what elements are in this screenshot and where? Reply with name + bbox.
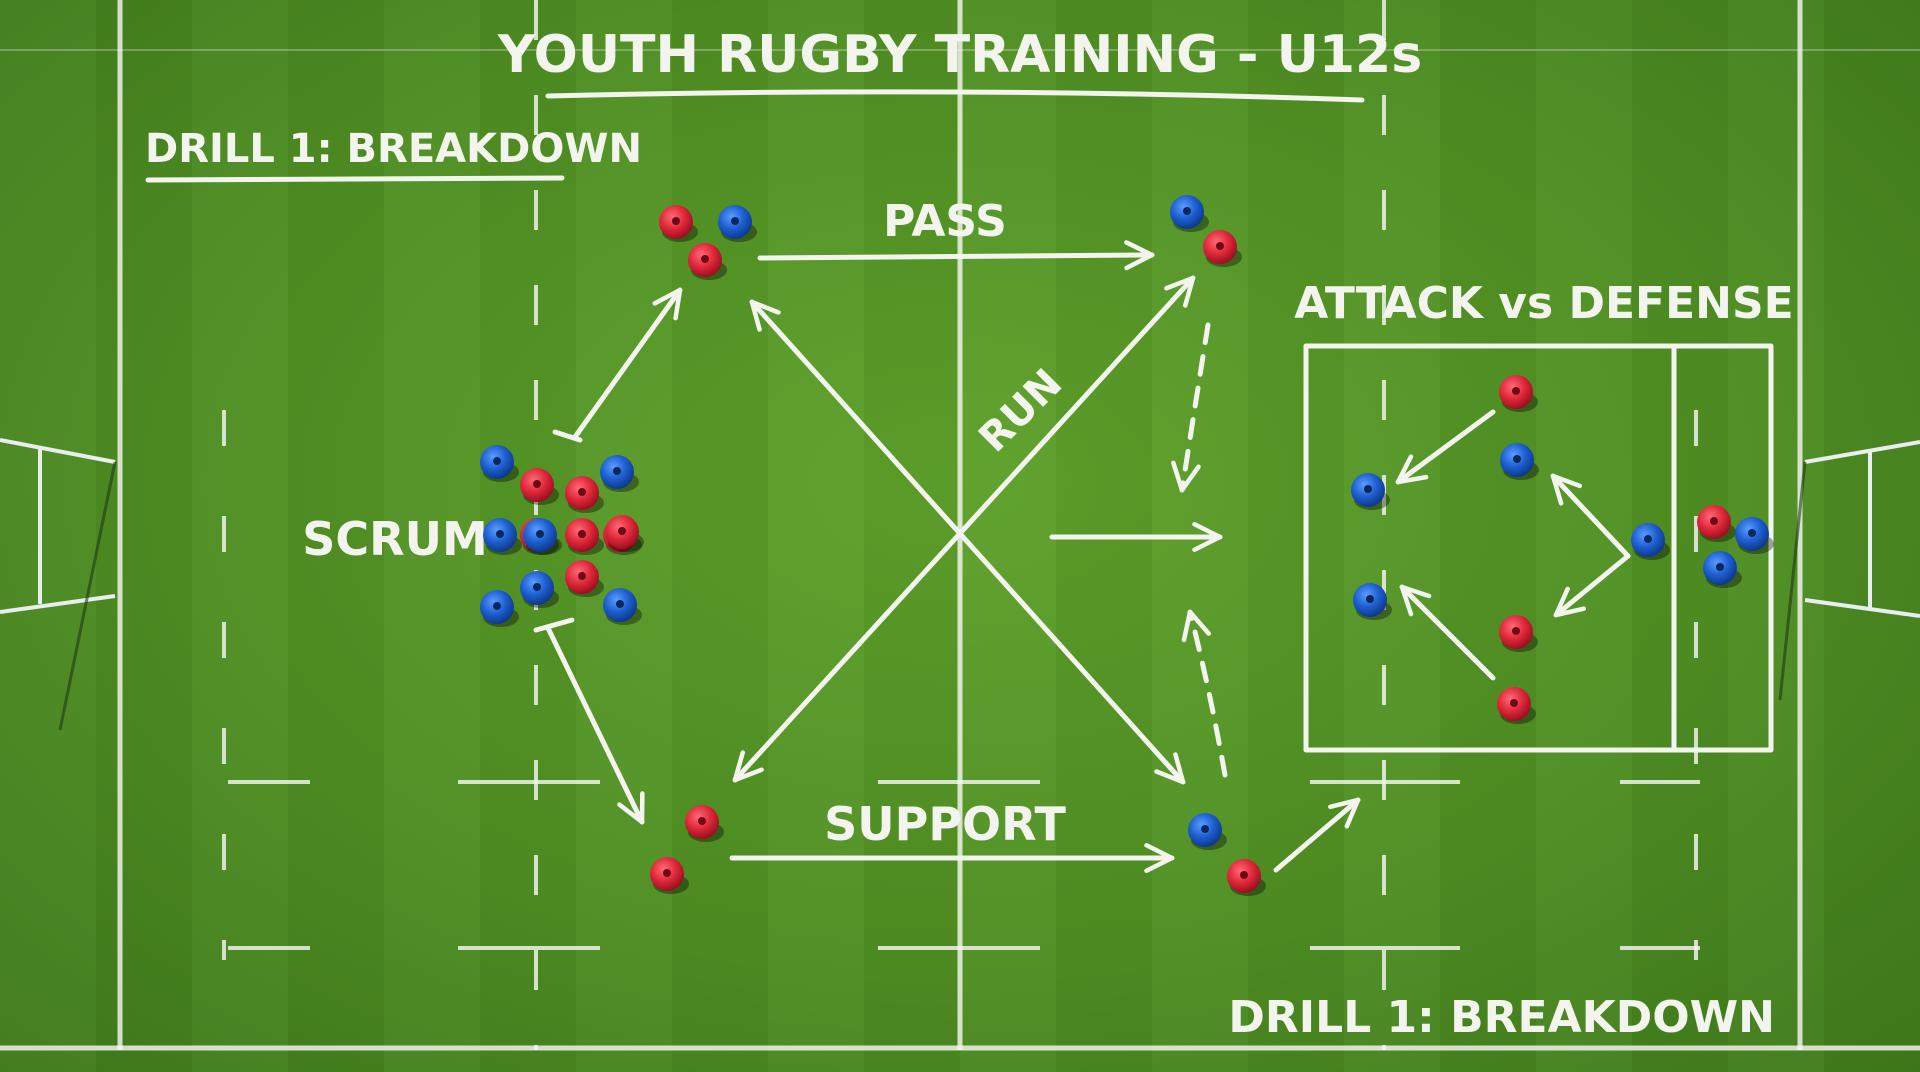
red-cone [565,560,604,597]
red-cone [1499,615,1538,652]
dashed-arrow-down [1171,322,1211,493]
scrum-label: SCRUM [302,512,487,566]
run-label: RUN [970,360,1071,461]
title-underline [545,89,1365,103]
scrum-to-top-arrow [572,287,683,440]
red-cone [659,205,698,242]
blue-cone [483,518,522,555]
blue-cone [1188,813,1227,850]
exit-arrow [1273,797,1361,873]
pass-label: PASS [883,196,1007,247]
blue-cone [523,518,562,555]
attack-defense-box [1303,343,1774,753]
diagonal-arrow-down [749,299,1186,785]
attack-defense-label: ATTACK vs DEFENSE [1294,278,1793,329]
drill-label-top: DRILL 1: BREAKDOWN [145,126,642,172]
blue-cone [718,205,757,242]
blue-cone [520,571,559,608]
blue-cone [480,445,519,482]
diagonal-arrow-up [732,275,1196,783]
drill-label-underline [145,175,565,183]
dashed-arrow-up [1181,609,1228,778]
drill-label-bottom: DRILL 1: BREAKDOWN [1228,992,1775,1043]
blue-cone [1703,551,1742,588]
blue-cone [600,455,639,492]
support-label: SUPPORT [824,797,1066,851]
blue-cone [1353,583,1392,620]
pass-arrow [757,240,1155,271]
blue-cone [1500,443,1539,480]
blue-cone [1735,517,1774,554]
blue-cone [1351,473,1390,510]
blue-cone [480,590,519,627]
red-cone [1227,859,1266,896]
red-cone [685,805,724,842]
drill-arrows [533,240,1361,874]
red-cone [1697,505,1736,542]
training-cones [480,195,1774,896]
red-cone [565,476,604,513]
right-goal-posts [1778,440,1920,701]
blue-cone [1170,195,1209,232]
diagram-title: YOUTH RUGBY TRAINING - U12s [497,25,1422,85]
red-cone [520,468,559,505]
red-cone [1497,687,1536,724]
blue-cone [603,588,642,625]
red-cone [605,515,644,552]
red-cone [650,857,689,894]
left-goal-posts [0,438,117,731]
red-cone [1203,230,1242,267]
scrum-to-bottom-arrow [545,625,645,825]
red-cone [565,518,604,555]
blue-cone [1631,523,1670,560]
red-cone [688,243,727,280]
red-cone [1499,375,1538,412]
